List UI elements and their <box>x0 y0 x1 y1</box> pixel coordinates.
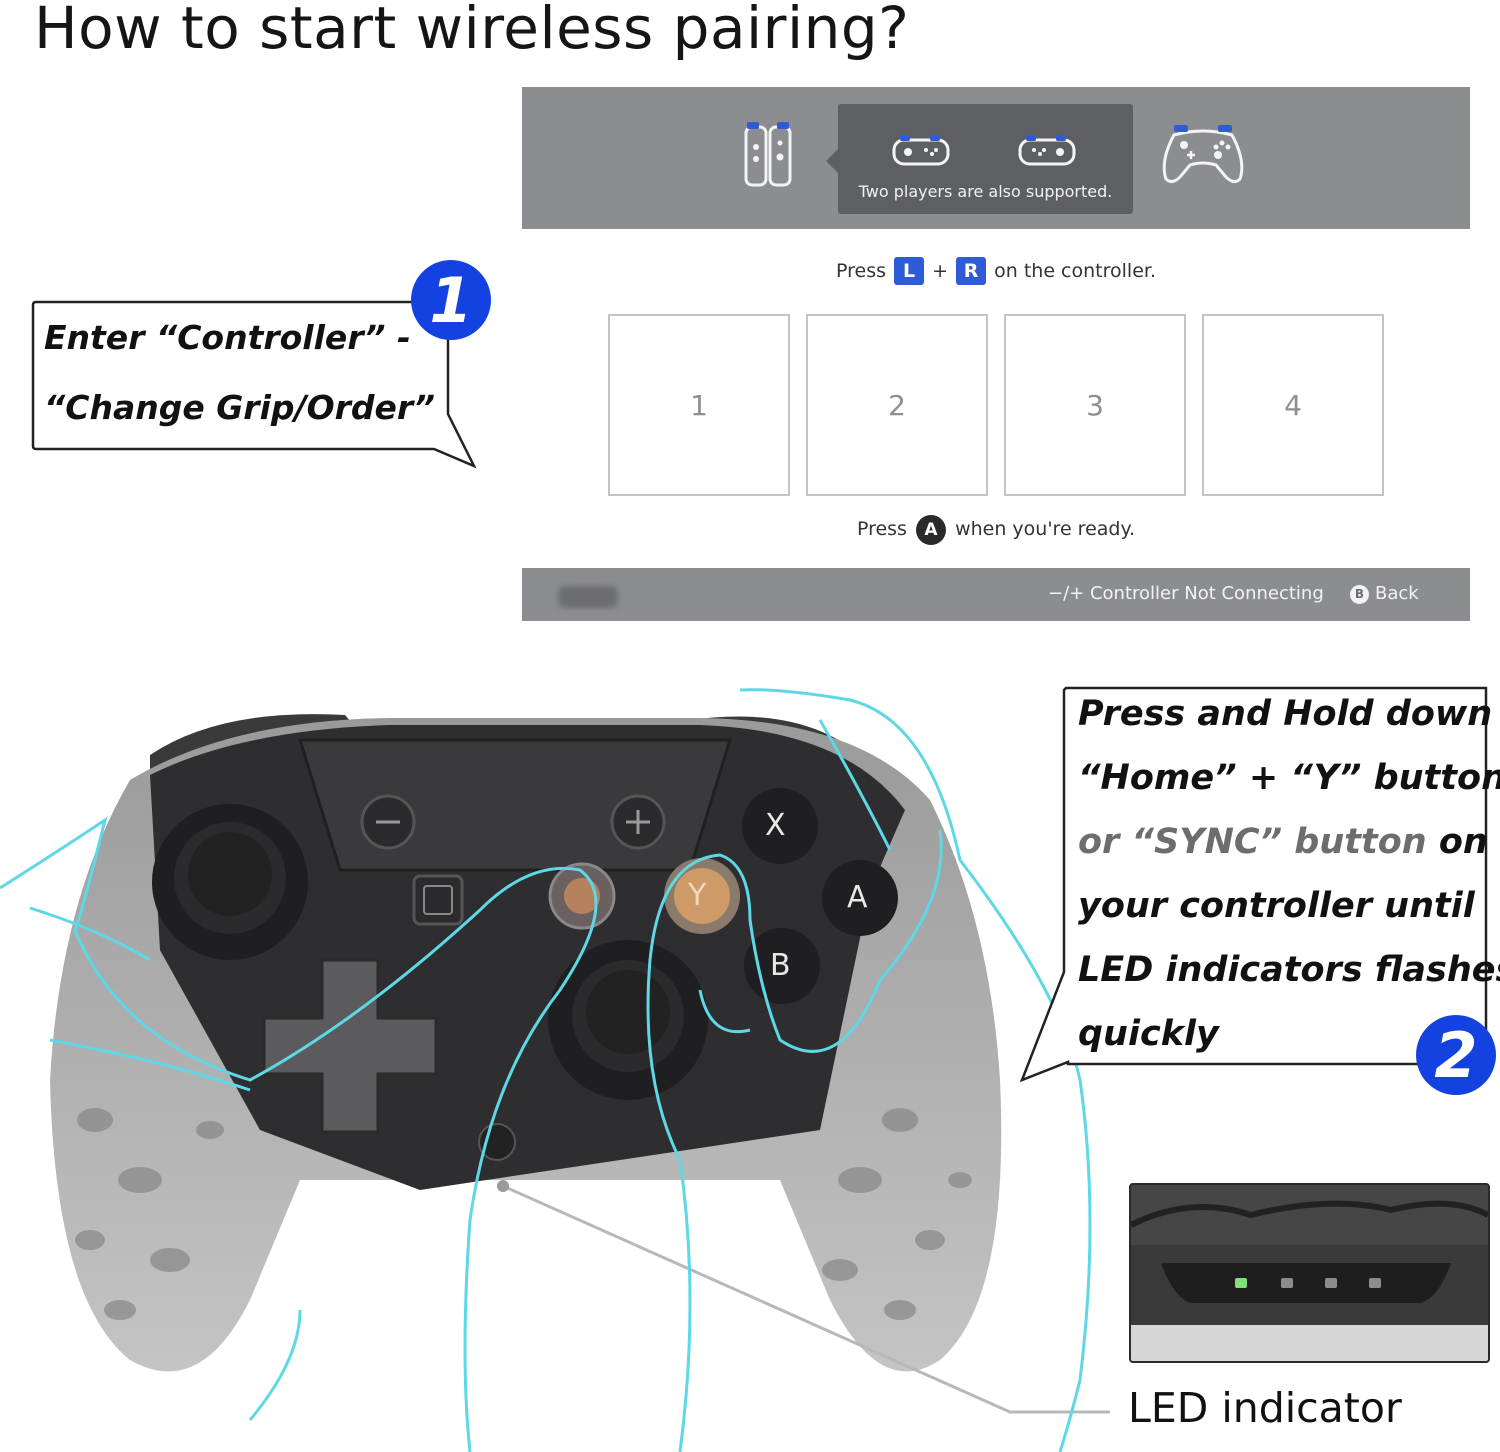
callout-2-bubble <box>1019 686 1488 1083</box>
blurred-icon <box>558 586 618 608</box>
callout-2-line-3-end: on <box>1426 822 1488 862</box>
l-key-badge: L <box>894 257 925 285</box>
minus-plus-icon: −/+ <box>1048 583 1085 604</box>
y-button: Y <box>688 878 707 913</box>
x-button: X <box>765 808 786 843</box>
sideways-grip-popup[interactable]: Two players are also supported. <box>826 104 1133 214</box>
led-closeup-graphic <box>1131 1185 1488 1361</box>
pro-controller-icon[interactable] <box>1160 121 1246 187</box>
callout-2-line-1: Press and Hold down <box>1078 694 1493 734</box>
ready-instruction: Press A when you're ready. <box>522 515 1470 545</box>
popup-caption: Two players are also supported. <box>858 182 1113 201</box>
b-button: B <box>770 948 791 983</box>
callout-1-line-1: Enter “Controller” - <box>44 318 411 357</box>
callout-2-line-6: quickly <box>1078 1014 1219 1054</box>
led-indicator-closeup <box>1129 1183 1490 1363</box>
change-grip-order-screen: Two players are also supported. Press L … <box>522 87 1470 621</box>
player-slot-1: 1 <box>608 314 790 496</box>
back-label: Back <box>1375 583 1419 604</box>
player-slot-2: 2 <box>806 314 988 496</box>
a-button: A <box>847 880 868 915</box>
player-slot-3: 3 <box>1004 314 1186 496</box>
callout-1-line-2: “Change Grip/Order” <box>44 388 436 427</box>
ready-label: when you're ready. <box>955 518 1136 540</box>
screen-footer-bar: −/+ Controller Not Connecting B Back <box>522 568 1470 621</box>
press-label: Press <box>836 260 887 282</box>
pro-controller-illustration <box>0 688 1110 1452</box>
callout-2-line-4: your controller until <box>1078 886 1475 926</box>
on-controller-label: on the controller. <box>994 260 1156 282</box>
step-1-badge: 1 <box>411 260 491 340</box>
callout-1-bubble <box>31 300 477 469</box>
sideways-joycon-left-icon <box>892 135 950 166</box>
joycon-pair-icon[interactable] <box>738 119 798 189</box>
led-indicator-label: LED indicator <box>1128 1384 1402 1432</box>
not-connecting-label: Controller Not Connecting <box>1089 583 1324 604</box>
grip-selection-bar: Two players are also supported. <box>522 87 1470 229</box>
back-button[interactable]: B Back <box>1350 583 1419 604</box>
sync-button-option: or “SYNC” button <box>1078 822 1427 862</box>
b-button-icon: B <box>1350 585 1369 604</box>
sideways-joycon-right-icon <box>1018 135 1076 166</box>
controller-not-connecting-button[interactable]: −/+ Controller Not Connecting <box>1048 583 1324 604</box>
plus-sign: + <box>932 260 949 282</box>
callout-2-line-3: or “SYNC” button on <box>1078 822 1488 862</box>
r-key-badge: R <box>956 257 987 285</box>
a-button-badge: A <box>916 515 947 545</box>
callout-2-line-2: “Home” + “Y” buttons <box>1078 758 1500 798</box>
ready-press-label: Press <box>856 518 907 540</box>
step-2-badge: 2 <box>1416 1015 1496 1095</box>
press-lr-instruction: Press L + R on the controller. <box>522 257 1470 285</box>
callout-2-line-5: LED indicators flashes <box>1078 950 1500 990</box>
page-title: How to start wireless pairing? <box>34 0 910 62</box>
player-slot-4: 4 <box>1202 314 1384 496</box>
